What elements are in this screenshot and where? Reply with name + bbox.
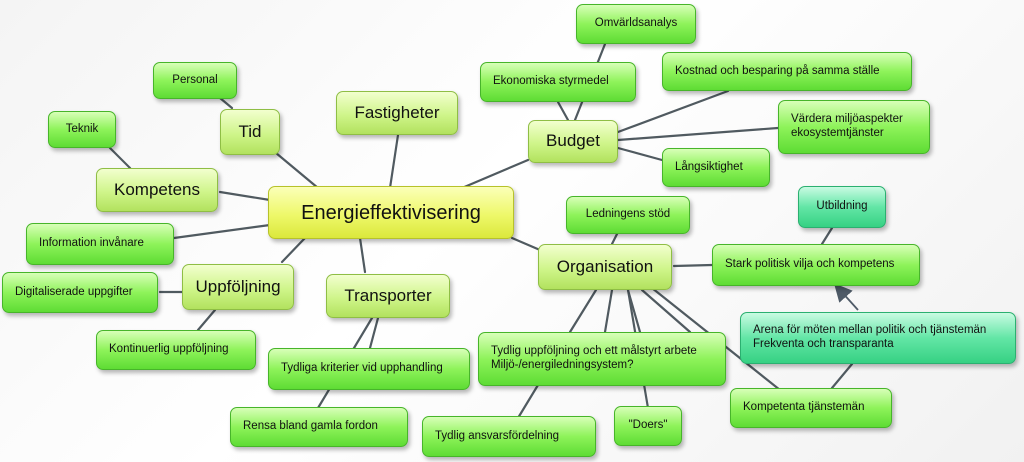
link-org-tydlig-2 <box>603 288 614 334</box>
link-transp-kriterier <box>368 316 380 350</box>
link-center-budget <box>460 158 530 190</box>
link-uppf-kontinuerlig <box>196 308 217 332</box>
link-center-tid <box>268 146 320 190</box>
topic-fastigheter[interactable]: Fastigheter <box>336 91 458 135</box>
leaf-information-invanare-label: Information invånare <box>39 237 144 250</box>
leaf-omvarldsanalys-label: Omvärldsanalys <box>594 17 678 30</box>
link-center-transporter <box>358 236 367 274</box>
link-org-ledningens <box>610 230 620 246</box>
leaf-digitaliserade-uppgifter[interactable]: Digitaliserade uppgifter <box>2 272 158 313</box>
leaf-vardera-miljoaspekter[interactable]: Värdera miljöaspekter ekosystemtjänster <box>778 100 930 154</box>
arrow-arena-to-stark <box>833 283 859 311</box>
link-center-uppfoljning <box>280 236 307 264</box>
leaf-tydliga-kriterier[interactable]: Tydliga kriterier vid upphandling <box>268 348 470 390</box>
leaf-arena-moten[interactable]: Arena för möten mellan politik och tjäns… <box>740 312 1016 364</box>
leaf-arena-moten-label: Arena för möten mellan politik och tjäns… <box>753 324 987 350</box>
leaf-digitaliserade-uppgifter-label: Digitaliserade uppgifter <box>15 285 133 298</box>
link-org-tydlig-1 <box>568 288 598 334</box>
leaf-rensa-fordon[interactable]: Rensa bland gamla fordon <box>230 407 408 447</box>
leaf-stark-politisk-vilja-label: Stark politisk vilja och kompetens <box>725 258 895 271</box>
leaf-tydliga-kriterier-label: Tydliga kriterier vid upphandling <box>281 362 443 375</box>
link-center-fastigheter <box>388 133 400 190</box>
leaf-stark-politisk-vilja[interactable]: Stark politisk vilja och kompetens <box>712 244 920 286</box>
link-stark-utbildning <box>820 226 834 246</box>
link-tid-personal <box>218 96 234 110</box>
leaf-personal-label: Personal <box>172 73 218 86</box>
link-org-tydlig-4 <box>640 288 692 334</box>
leaf-langsiktighet-label: Långsiktighet <box>675 160 743 173</box>
leaf-kontinuerlig-uppfoljning[interactable]: Kontinuerlig uppföljning <box>96 330 256 370</box>
leaf-information-invanare[interactable]: Information invånare <box>26 223 174 265</box>
topic-tid[interactable]: Tid <box>220 109 280 155</box>
link-center-info <box>172 223 272 240</box>
link-org-stark <box>672 263 714 268</box>
leaf-utbildning[interactable]: Utbildning <box>798 186 886 228</box>
leaf-kompetenta-tjansteman-label: Kompetenta tjänstemän <box>743 401 865 414</box>
leaf-utbildning-label: Utbildning <box>816 200 868 213</box>
leaf-doers-label: "Doers" <box>628 419 668 432</box>
link-org-ansvar <box>516 383 540 420</box>
leaf-tydlig-uppfoljning[interactable]: Tydlig uppföljning och ett målstyrt arbe… <box>478 332 726 386</box>
topic-kompetens[interactable]: Kompetens <box>96 168 218 212</box>
leaf-personal[interactable]: Personal <box>153 62 237 99</box>
leaf-ekonomiska-styrmedel-label: Ekonomiska styrmedel <box>493 75 609 88</box>
link-budget-kostnad <box>616 89 730 134</box>
topic-organisation[interactable]: Organisation <box>538 244 672 290</box>
leaf-langsiktighet[interactable]: Långsiktighet <box>662 148 770 187</box>
leaf-omvarldsanalys[interactable]: Omvärldsanalys <box>576 4 696 44</box>
link-budget-vardera <box>616 126 780 142</box>
link-budget-ekonomiska <box>556 100 570 122</box>
leaf-teknik[interactable]: Teknik <box>48 111 116 148</box>
link-kompetens-teknik <box>108 146 132 170</box>
leaf-ledningens-stod-label: Ledningens stöd <box>585 208 671 221</box>
leaf-rensa-fordon-label: Rensa bland gamla fordon <box>243 420 378 433</box>
topic-transporter[interactable]: Transporter <box>326 274 450 318</box>
central-topic[interactable]: Energieffektivisering <box>268 186 514 239</box>
leaf-tydlig-uppfoljning-label: Tydlig uppföljning och ett målstyrt arbe… <box>491 345 697 371</box>
leaf-tydlig-ansvarsfordelning[interactable]: Tydlig ansvarsfördelning <box>422 416 596 457</box>
leaf-ledningens-stod[interactable]: Ledningens stöd <box>566 196 690 234</box>
leaf-kontinuerlig-uppfoljning-label: Kontinuerlig uppföljning <box>109 343 229 356</box>
leaf-vardera-miljoaspekter-label: Värdera miljöaspekter ekosystemtjänster <box>791 113 903 139</box>
topic-budget[interactable]: Budget <box>528 120 618 163</box>
topic-uppfoljning[interactable]: Uppföljning <box>182 264 294 310</box>
leaf-tydlig-ansvarsfordelning-label: Tydlig ansvarsfördelning <box>435 429 560 442</box>
leaf-teknik-label: Teknik <box>65 122 99 135</box>
link-center-kompetens <box>218 190 272 202</box>
leaf-kostnad-besparing-label: Kostnad och besparing på samma ställe <box>675 64 880 77</box>
link-arena-kompetenta <box>830 362 854 390</box>
link-center-organisation <box>510 236 542 252</box>
leaf-kostnad-besparing[interactable]: Kostnad och besparing på samma ställe <box>662 52 912 91</box>
leaf-kompetenta-tjansteman[interactable]: Kompetenta tjänstemän <box>730 388 892 428</box>
leaf-ekonomiska-styrmedel[interactable]: Ekonomiska styrmedel <box>480 62 636 102</box>
leaf-doers[interactable]: "Doers" <box>614 406 682 446</box>
link-budget-langsiktighet <box>616 146 664 162</box>
